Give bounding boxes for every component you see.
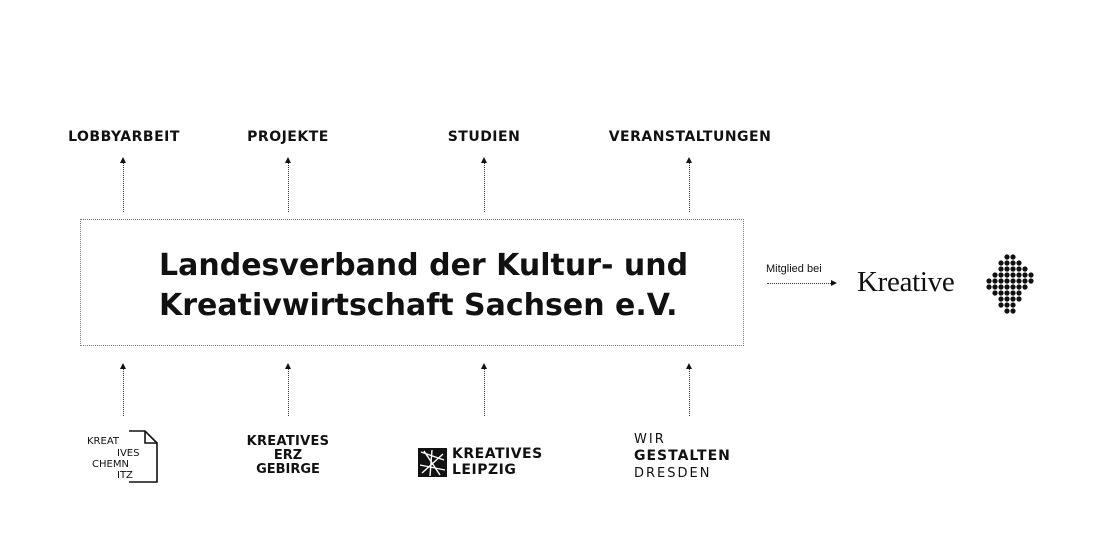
kreatives-leipzig-logo: KREATIVES LEIPZIG [418, 446, 552, 480]
kreative-dot-logo [986, 254, 1034, 314]
erzgebirge-line-2: ERZ [273, 448, 303, 463]
arrow-to-veranstaltungen [686, 157, 692, 212]
chemnitz-line-1: KREAT [87, 436, 119, 447]
dresden-line-2: GESTALTEN [634, 448, 731, 464]
chemnitz-line-2: IVES [117, 448, 140, 459]
arrow-from-dresden [686, 363, 692, 416]
arrow-head [285, 157, 291, 163]
arrow-head [831, 279, 837, 286]
chemnitz-line-4: ITZ [117, 470, 133, 481]
chemnitz-line-3: CHEMN [92, 459, 129, 470]
arrow-head [686, 157, 692, 163]
arrow-head [120, 363, 126, 369]
title-line-2: Kreativwirtschaft Sachsen e.V. [159, 288, 678, 323]
leipzig-mark-icon [418, 448, 447, 477]
kreatives-erzgebirge-logo: KREATIVES ERZ GEBIRGE [240, 435, 336, 479]
output-studien: STUDIEN [447, 129, 521, 145]
arrow-from-leipzig [481, 363, 487, 416]
landesverband-title: Landesverband der Kultur- und Kreativwir… [159, 246, 688, 326]
landesverband-box: Landesverband der Kultur- und Kreativwir… [80, 219, 744, 346]
leipzig-line-1: KREATIVES [452, 446, 543, 462]
membership-arrow [767, 279, 837, 286]
kreative-logo-text: Kreative [857, 266, 955, 298]
arrow-to-projekte [285, 157, 291, 212]
output-lobbyarbeit: LOBBYARBEIT [68, 129, 180, 145]
arrow-to-studien [481, 157, 487, 212]
arrow-head [686, 363, 692, 369]
dresden-line-3: DRESDEN [634, 466, 712, 481]
arrow-from-erzgebirge [285, 363, 291, 416]
document-icon [129, 430, 158, 483]
arrow-from-chemnitz [120, 363, 126, 416]
arrow-head [481, 157, 487, 163]
arrow-to-lobbyarbeit [120, 157, 126, 212]
dresden-line-1: WIR [634, 432, 666, 447]
erzgebirge-line-1: KREATIVES [246, 434, 330, 449]
output-veranstaltungen: VERANSTALTUNGEN [608, 129, 772, 145]
title-line-1: Landesverband der Kultur- und [159, 248, 689, 283]
arrow-head [120, 157, 126, 163]
wir-gestalten-dresden-logo: WIR GESTALTEN DRESDEN [634, 431, 750, 483]
erzgebirge-line-3: GEBIRGE [256, 462, 320, 477]
leipzig-line-2: LEIPZIG [452, 462, 517, 478]
arrow-head [481, 363, 487, 369]
kreatives-chemnitz-logo: KREAT IVES CHEMN ITZ [86, 430, 158, 484]
output-projekte: PROJEKTE [247, 129, 329, 145]
membership-label: Mitglied bei [766, 263, 822, 275]
arrow-head [285, 363, 291, 369]
